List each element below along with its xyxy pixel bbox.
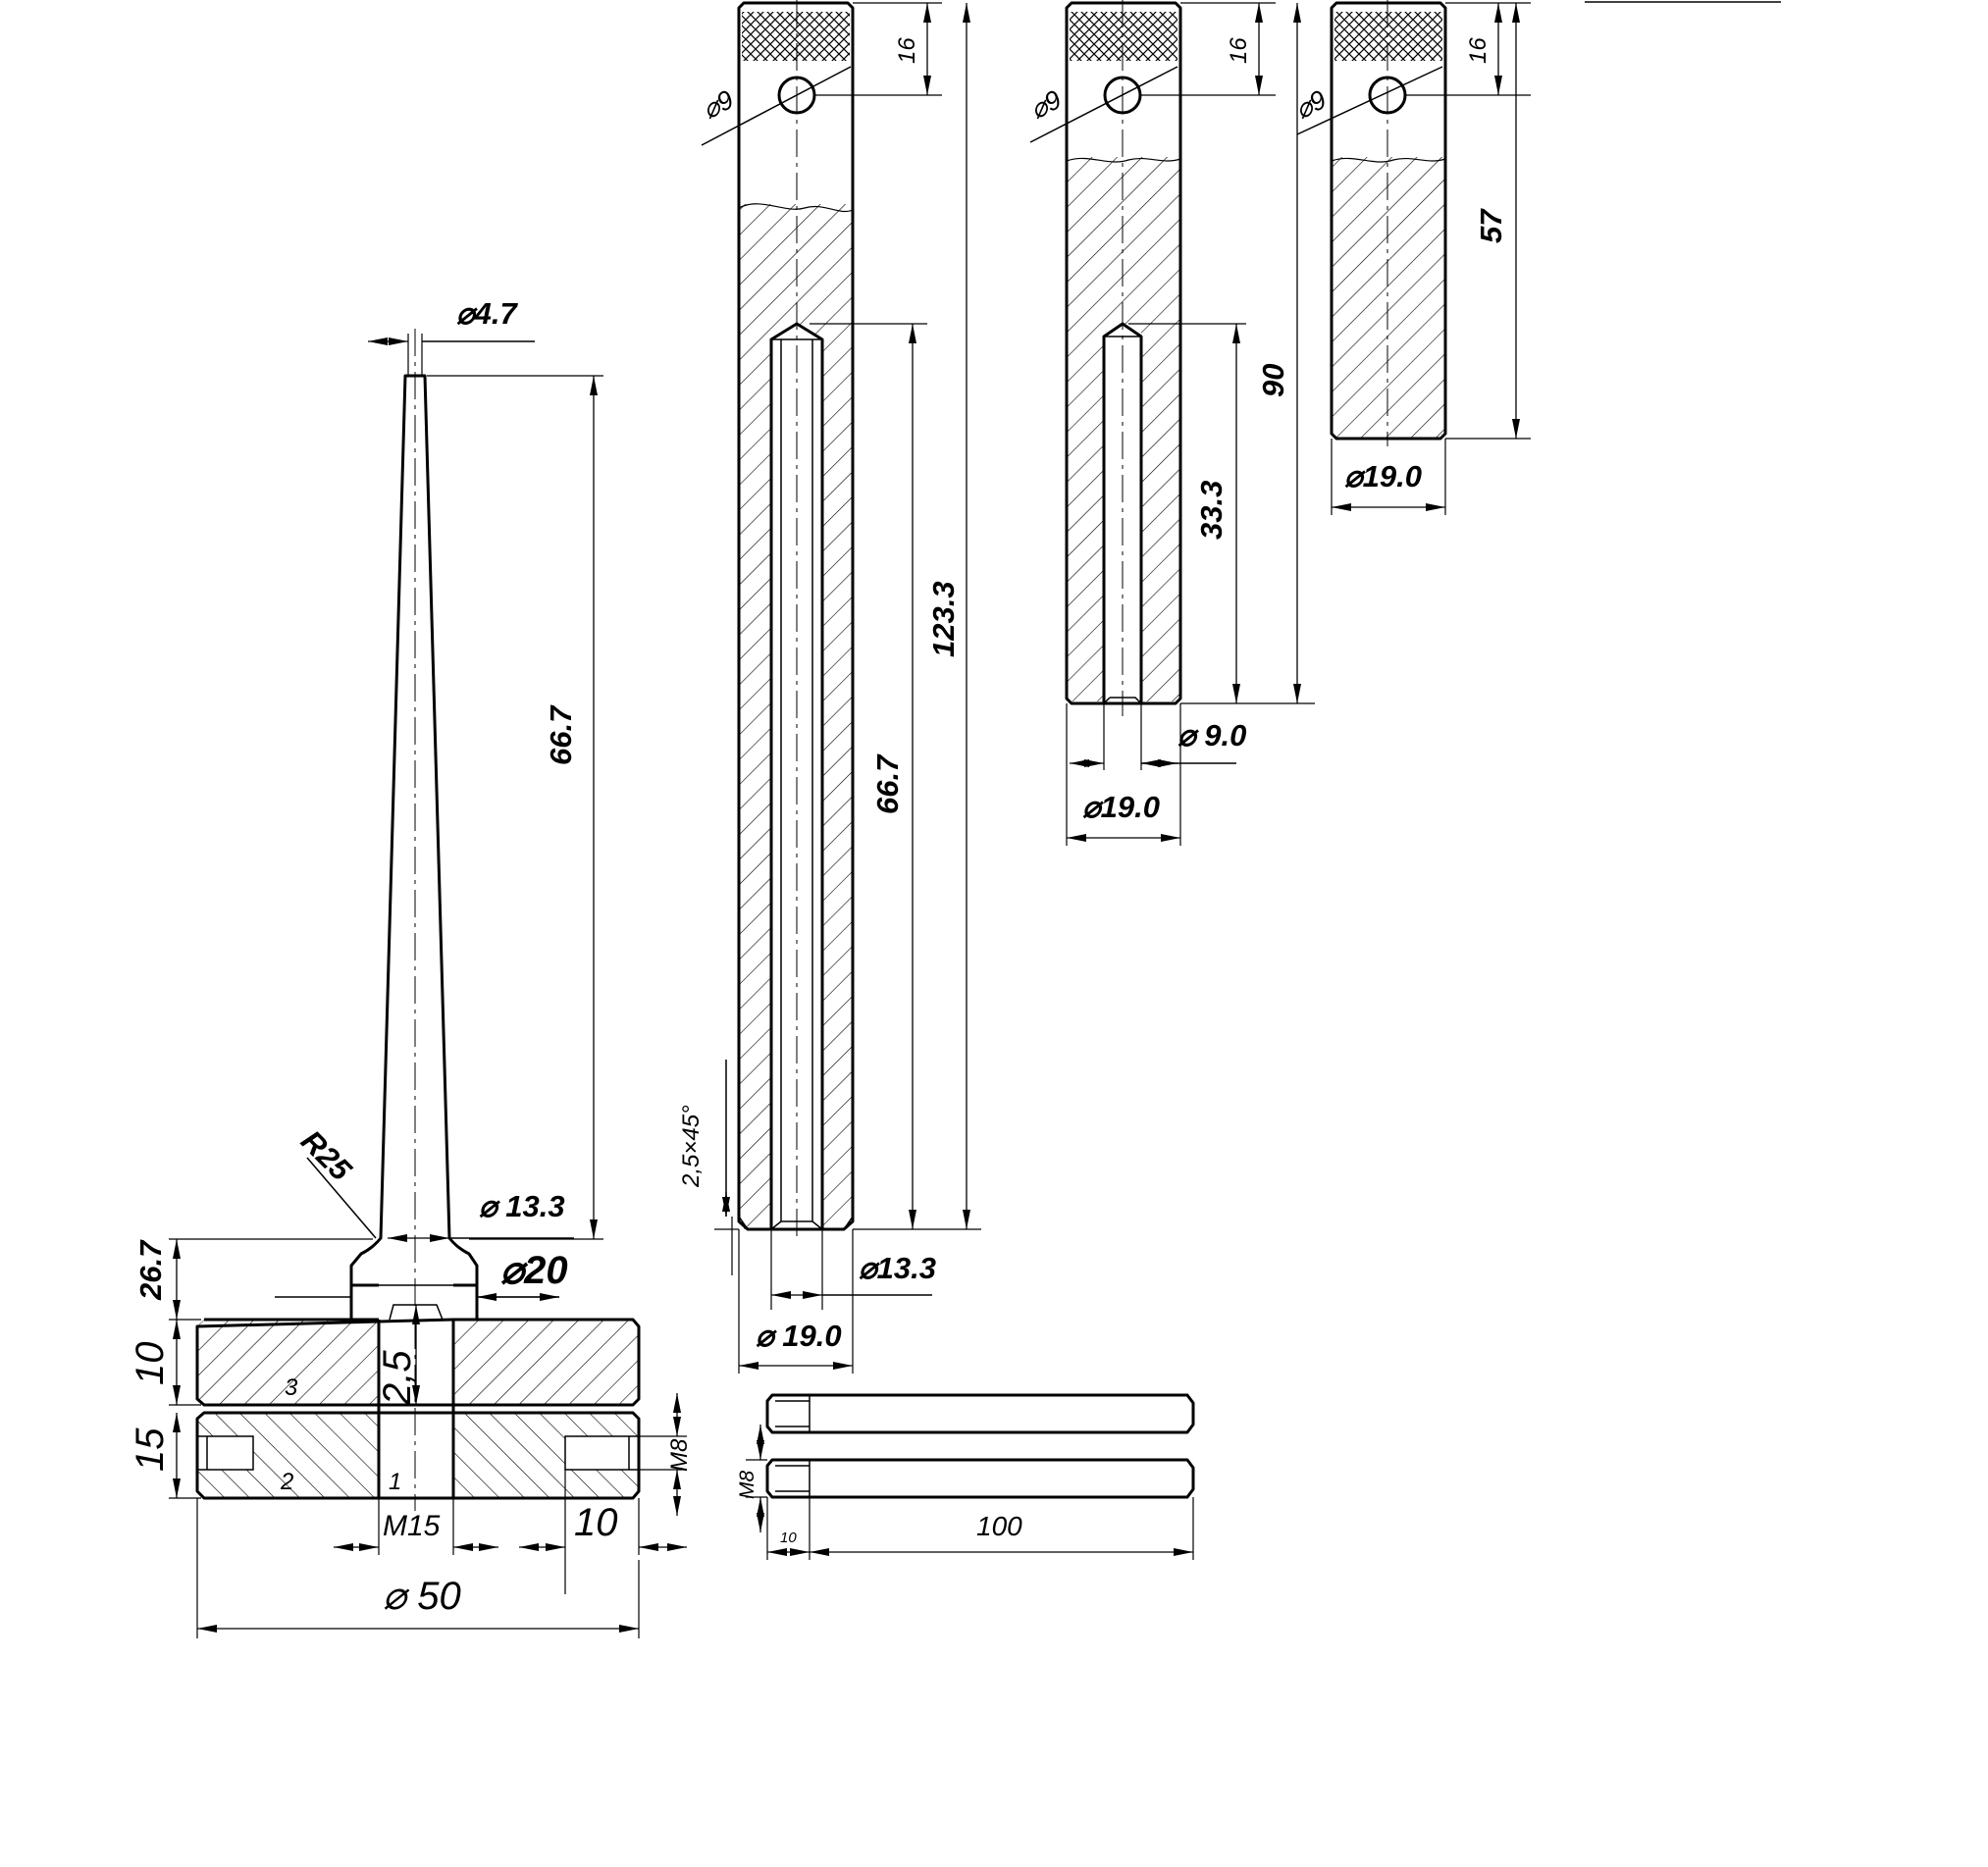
p4-hole-offset: 16 xyxy=(1465,37,1491,64)
p2-bore-diameter: ⌀13.3 xyxy=(859,1251,936,1285)
p3-hole-diameter: ⌀9 xyxy=(1025,84,1067,125)
p1-thread-center: M15 xyxy=(383,1510,441,1542)
p1-bolt-spacing: 10 xyxy=(574,1501,618,1544)
p1-flange-diameter: ⌀ 50 xyxy=(383,1575,461,1618)
p1-fillet-radius: R25 xyxy=(294,1123,358,1187)
p1-chamfer: 2,5 xyxy=(376,1350,419,1406)
p3-bore-diameter: ⌀ 9.0 xyxy=(1177,718,1246,752)
p1-thread-side: M8 xyxy=(666,1438,693,1472)
p3-hole-offset: 16 xyxy=(1226,37,1252,64)
p2-bore-length: 66.7 xyxy=(870,753,905,814)
p4-outer-diameter: ⌀19.0 xyxy=(1344,459,1422,493)
p2-total-length: 123.3 xyxy=(926,581,961,657)
p1-plate-top-thickness: 10 xyxy=(129,1342,172,1386)
part-3-medium-die: 16 ⌀9 90 33.3 ⌀ 9.0 ⌀19.0 xyxy=(1025,0,1315,846)
p1-boss-diameter: ⌀20 xyxy=(500,1249,568,1292)
p1-item-2: 2 xyxy=(280,1469,293,1495)
p1-boss-height: 26.7 xyxy=(133,1239,168,1301)
p2-outer-diameter: ⌀ 19.0 xyxy=(756,1319,842,1353)
p1-plate-bottom-thickness: 15 xyxy=(129,1427,172,1472)
part-1-cone-punch: ⌀4.7 66.7 R25 ⌀ 13.3 ⌀20 26.7 10 15 2,5 … xyxy=(129,296,693,1638)
part-2-long-die: 16 ⌀9 123.3 66.7 2,5×45° ⌀13.3 ⌀ 19.0 xyxy=(678,0,981,1374)
p3-total-length: 90 xyxy=(1256,364,1290,397)
p5-thread-length: 10 xyxy=(780,1530,797,1546)
p2-hole-diameter: ⌀9 xyxy=(698,84,739,125)
p1-tip-diameter: ⌀4.7 xyxy=(456,296,519,331)
part-1-lower-plate xyxy=(197,1413,639,1498)
p5-thread: M8 xyxy=(736,1471,759,1499)
p4-length: 57 xyxy=(1474,208,1508,243)
p2-chamfer-spec: 2,5×45° xyxy=(678,1105,705,1188)
p5-rod-length: 100 xyxy=(976,1511,1022,1541)
p3-outer-diameter: ⌀19.0 xyxy=(1082,790,1160,824)
p1-item-3: 3 xyxy=(285,1374,298,1401)
part-5-threaded-rods: M8 10 100 xyxy=(736,1393,1195,1560)
p1-cone-length: 66.7 xyxy=(544,704,578,765)
part-4-short-die: 16 ⌀9 57 ⌀19.0 xyxy=(1290,0,1531,515)
p1-cone-base-diameter: ⌀ 13.3 xyxy=(479,1189,565,1223)
p4-hole-diameter: ⌀9 xyxy=(1290,84,1332,125)
p3-bore-length: 33.3 xyxy=(1194,481,1229,540)
p2-hole-offset: 16 xyxy=(894,37,920,64)
p1-item-1: 1 xyxy=(389,1469,401,1495)
